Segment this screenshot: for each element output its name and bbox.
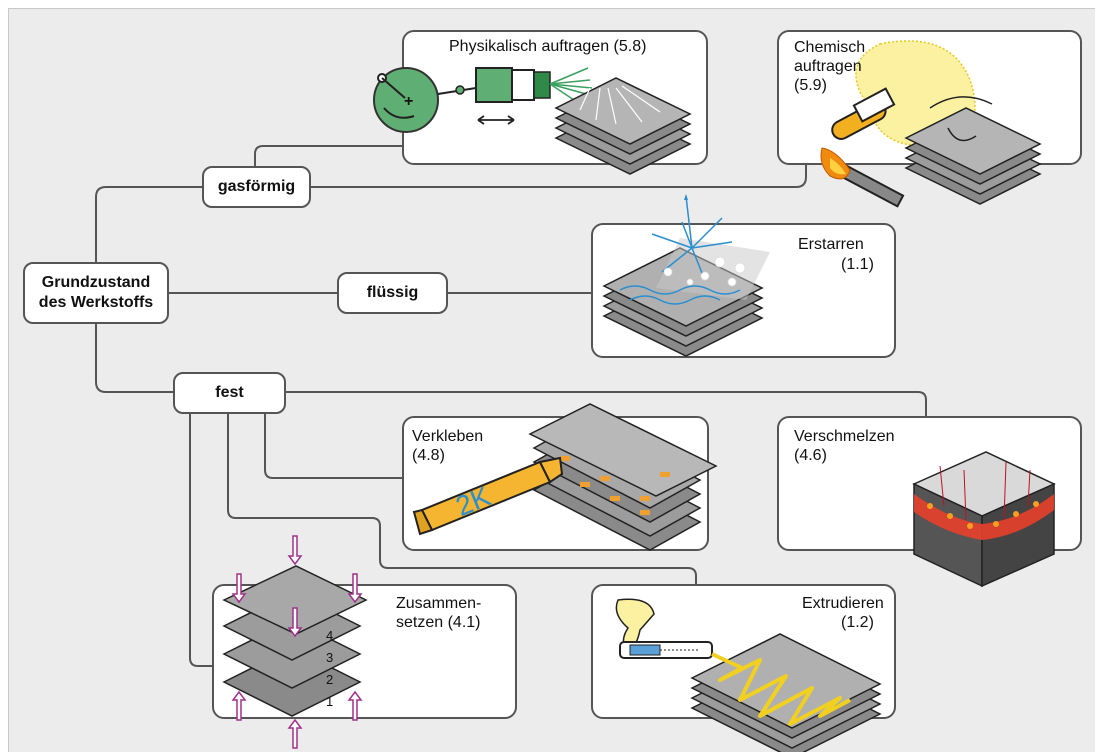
process-extrude-label-line1: Extrudieren bbox=[802, 595, 884, 612]
solidify-plate-stack bbox=[602, 247, 764, 357]
state-solid-label: fest bbox=[215, 384, 244, 401]
glue-tube-icon bbox=[412, 456, 564, 536]
physical-illustration: + bbox=[373, 67, 692, 175]
layer-number-1: 1 bbox=[326, 694, 333, 709]
assemble-plate-stack bbox=[222, 565, 368, 717]
chemical-illustration bbox=[820, 40, 1042, 208]
process-chemical-label-line3: (5.9) bbox=[794, 77, 827, 94]
chemical-plate-stack bbox=[904, 107, 1042, 205]
state-liquid-label: flüssig bbox=[366, 284, 419, 301]
layer-number-labels: 4 3 2 1 bbox=[326, 628, 333, 709]
pressure-arrows bbox=[231, 535, 363, 749]
root-node: Grundzustand des Werkstoffs bbox=[23, 262, 169, 324]
bond-plate-stack bbox=[528, 403, 718, 551]
fusion-particles bbox=[927, 501, 1039, 529]
burner-icon bbox=[820, 147, 905, 208]
process-fuse-label-line2: (4.6) bbox=[794, 447, 827, 464]
snowflake-icons bbox=[663, 256, 746, 287]
process-chemical-label-line2: auftragen bbox=[794, 58, 862, 75]
svg-text:+: + bbox=[404, 93, 413, 110]
bond-illustration: 2K bbox=[412, 403, 718, 551]
process-chemical-label-line1: Chemisch bbox=[794, 39, 866, 56]
process-extrude-label-line2: (1.2) bbox=[841, 614, 874, 631]
nozzle-icon bbox=[475, 67, 513, 103]
line-solid-fuse bbox=[285, 391, 927, 418]
root-label-line2: des Werkstoffs bbox=[38, 294, 154, 311]
line-solid-assemble bbox=[189, 412, 213, 667]
line-solid-extrude bbox=[227, 412, 697, 585]
layer-number-2: 2 bbox=[326, 672, 333, 687]
physical-plate-stack bbox=[554, 77, 692, 175]
layer-number-4: 4 bbox=[326, 628, 333, 643]
process-bond-label-line1: Verkleben bbox=[412, 428, 484, 445]
line-solid-bond bbox=[264, 412, 403, 479]
extrude-illustration bbox=[615, 598, 882, 752]
root-label-line1: Grundzustand bbox=[41, 274, 151, 291]
state-liquid-node: flüssig bbox=[337, 272, 448, 314]
state-gas-node: gasförmig bbox=[202, 166, 311, 208]
line-root-solid bbox=[95, 323, 174, 393]
process-fuse-label-line1: Verschmelzen bbox=[794, 428, 895, 445]
state-solid-node: fest bbox=[173, 372, 286, 414]
assemble-illustration: 4 3 2 1 bbox=[222, 535, 368, 749]
test-tube-icon bbox=[831, 87, 896, 140]
line-gas-chemical bbox=[310, 163, 807, 188]
process-solidify-label-line1: Erstarren bbox=[798, 236, 864, 253]
solidify-illustration bbox=[602, 194, 770, 357]
process-bond-label-line2: (4.8) bbox=[412, 447, 445, 464]
process-physical-label: Physikalisch auftragen (5.8) bbox=[449, 38, 647, 55]
process-solidify-label-line2: (1.1) bbox=[841, 256, 874, 273]
line-gas-physical bbox=[254, 145, 403, 168]
fuse-illustration bbox=[912, 451, 1056, 588]
process-assemble-label-line2: setzen (4.1) bbox=[396, 614, 481, 631]
process-assemble-label-line1: Zusammen- bbox=[396, 595, 482, 612]
state-gas-label: gasförmig bbox=[217, 178, 296, 195]
line-root-gas bbox=[95, 186, 203, 262]
layer-number-3: 3 bbox=[326, 650, 333, 665]
extrude-plate-stack bbox=[690, 633, 882, 752]
